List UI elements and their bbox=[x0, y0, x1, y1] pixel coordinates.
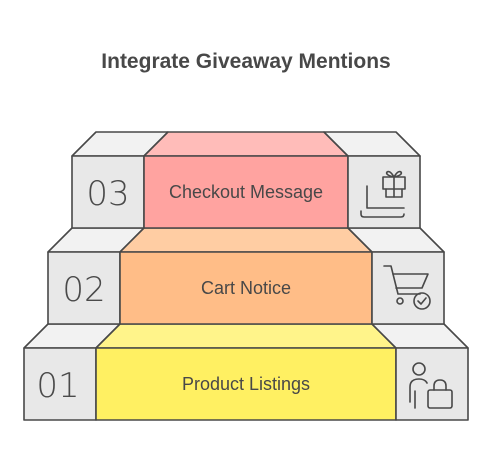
laptop-gift-icon bbox=[360, 170, 406, 218]
step-3-label: Checkout Message bbox=[169, 182, 323, 202]
diagram-title: Integrate Giveaway Mentions bbox=[101, 50, 391, 73]
step-2-number: 02 bbox=[62, 270, 105, 310]
step-2-center-top bbox=[119, 227, 373, 253]
step-3-left-face bbox=[71, 155, 145, 229]
step-1-center-top bbox=[95, 323, 397, 349]
shopping-cart-check-icon bbox=[383, 265, 431, 310]
step-1-label: Product Listings bbox=[182, 374, 310, 394]
step-3-center-face bbox=[143, 155, 349, 229]
person-shopping-bag-icon bbox=[409, 362, 453, 409]
step-3-right-face bbox=[347, 155, 421, 229]
step-level-2: 02 Cart Notice bbox=[47, 227, 445, 325]
step-level-3: 03 Checkout Message bbox=[71, 131, 421, 229]
step-1-right-face bbox=[395, 347, 469, 421]
step-level-1: 01 Product Listings bbox=[23, 323, 469, 421]
step-1-center-face bbox=[95, 347, 397, 421]
step-3-center-top bbox=[143, 131, 349, 157]
step-2-center-face bbox=[119, 251, 373, 325]
step-3-number: 03 bbox=[86, 174, 129, 214]
step-2-label: Cart Notice bbox=[201, 278, 291, 298]
step-1-left-face bbox=[23, 347, 97, 421]
step-1-number: 01 bbox=[36, 366, 79, 406]
